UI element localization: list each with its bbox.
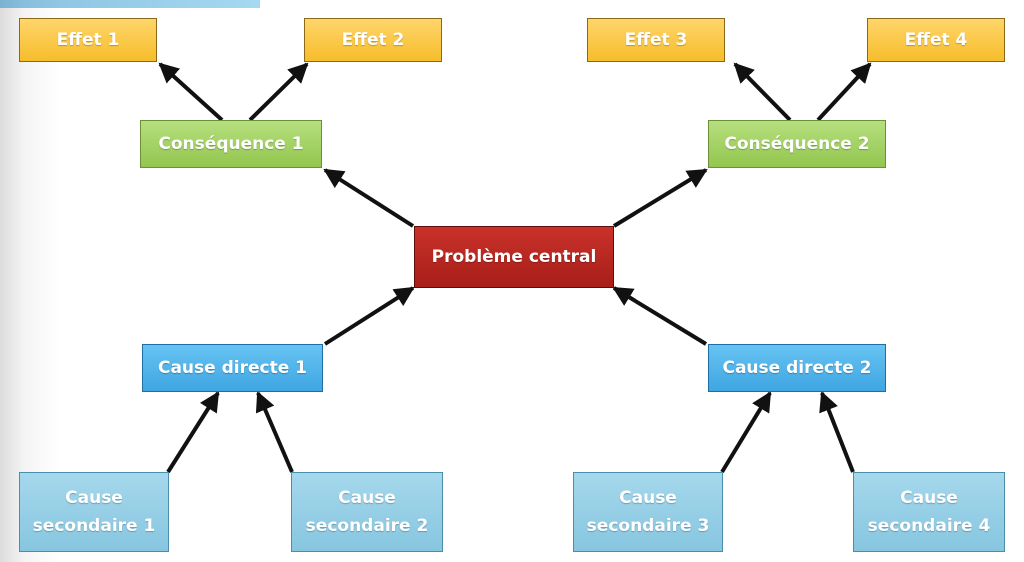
cause-secondaire-3-line1: Cause	[619, 488, 677, 508]
cause-secondaire-2-line2: secondaire 2	[305, 516, 429, 536]
cause-directe-1-label: Cause directe 1	[157, 358, 307, 378]
probleme-central-box: Problème central	[414, 226, 614, 288]
consequence-1-box: Conséquence 1	[140, 120, 322, 168]
cause-secondaire-4-line2: secondaire 4	[867, 516, 991, 536]
effet-2-label: Effet 2	[341, 30, 405, 50]
cause-directe-1-box: Cause directe 1	[142, 344, 323, 392]
arrow-central-to-consequence1	[323, 168, 415, 228]
effet-4-box: Effet 4	[867, 18, 1005, 62]
arrow-cause-secondaire3-to-directe2	[720, 391, 772, 474]
arrow-cause-secondaire4-to-directe2	[819, 391, 855, 473]
consequence-1-label: Conséquence 1	[158, 134, 304, 154]
consequence-2-box: Conséquence 2	[708, 120, 886, 168]
cause-secondaire-2-line1: Cause	[338, 488, 396, 508]
arrow-consequence2-to-effet3	[733, 62, 792, 122]
cause-secondaire-2-box: Cause secondaire 2	[291, 472, 443, 552]
consequence-2-label: Conséquence 2	[724, 134, 870, 154]
effet-4-label: Effet 4	[904, 30, 968, 50]
title-fragment-strip	[0, 0, 260, 8]
cause-secondaire-4-line1: Cause	[900, 488, 958, 508]
effet-3-label: Effet 3	[624, 30, 688, 50]
effet-2-box: Effet 2	[304, 18, 442, 62]
cause-directe-2-box: Cause directe 2	[708, 344, 886, 392]
probleme-central-label: Problème central	[431, 247, 597, 267]
arrow-cause-directe1-to-central	[323, 286, 415, 346]
arrow-cause-directe2-to-central	[612, 286, 708, 346]
cause-directe-2-label: Cause directe 2	[722, 358, 872, 378]
arrow-central-to-consequence2	[612, 168, 708, 228]
effet-3-box: Effet 3	[587, 18, 725, 62]
effet-1-box: Effet 1	[19, 18, 157, 62]
cause-secondaire-1-line1: Cause	[65, 488, 123, 508]
arrow-cause-secondaire1-to-directe1	[166, 391, 220, 474]
cause-secondaire-3-line2: secondaire 3	[586, 516, 710, 536]
arrow-consequence2-to-effet4	[816, 62, 872, 122]
effet-1-label: Effet 1	[56, 30, 120, 50]
cause-secondaire-1-box: Cause secondaire 1	[19, 472, 169, 552]
arrow-consequence1-to-effet2	[248, 62, 309, 122]
arrow-cause-secondaire2-to-directe1	[255, 391, 294, 473]
arrow-consequence1-to-effet1	[158, 62, 224, 122]
cause-secondaire-4-box: Cause secondaire 4	[853, 472, 1005, 552]
cause-secondaire-1-line2: secondaire 1	[32, 516, 156, 536]
cause-secondaire-3-box: Cause secondaire 3	[573, 472, 723, 552]
